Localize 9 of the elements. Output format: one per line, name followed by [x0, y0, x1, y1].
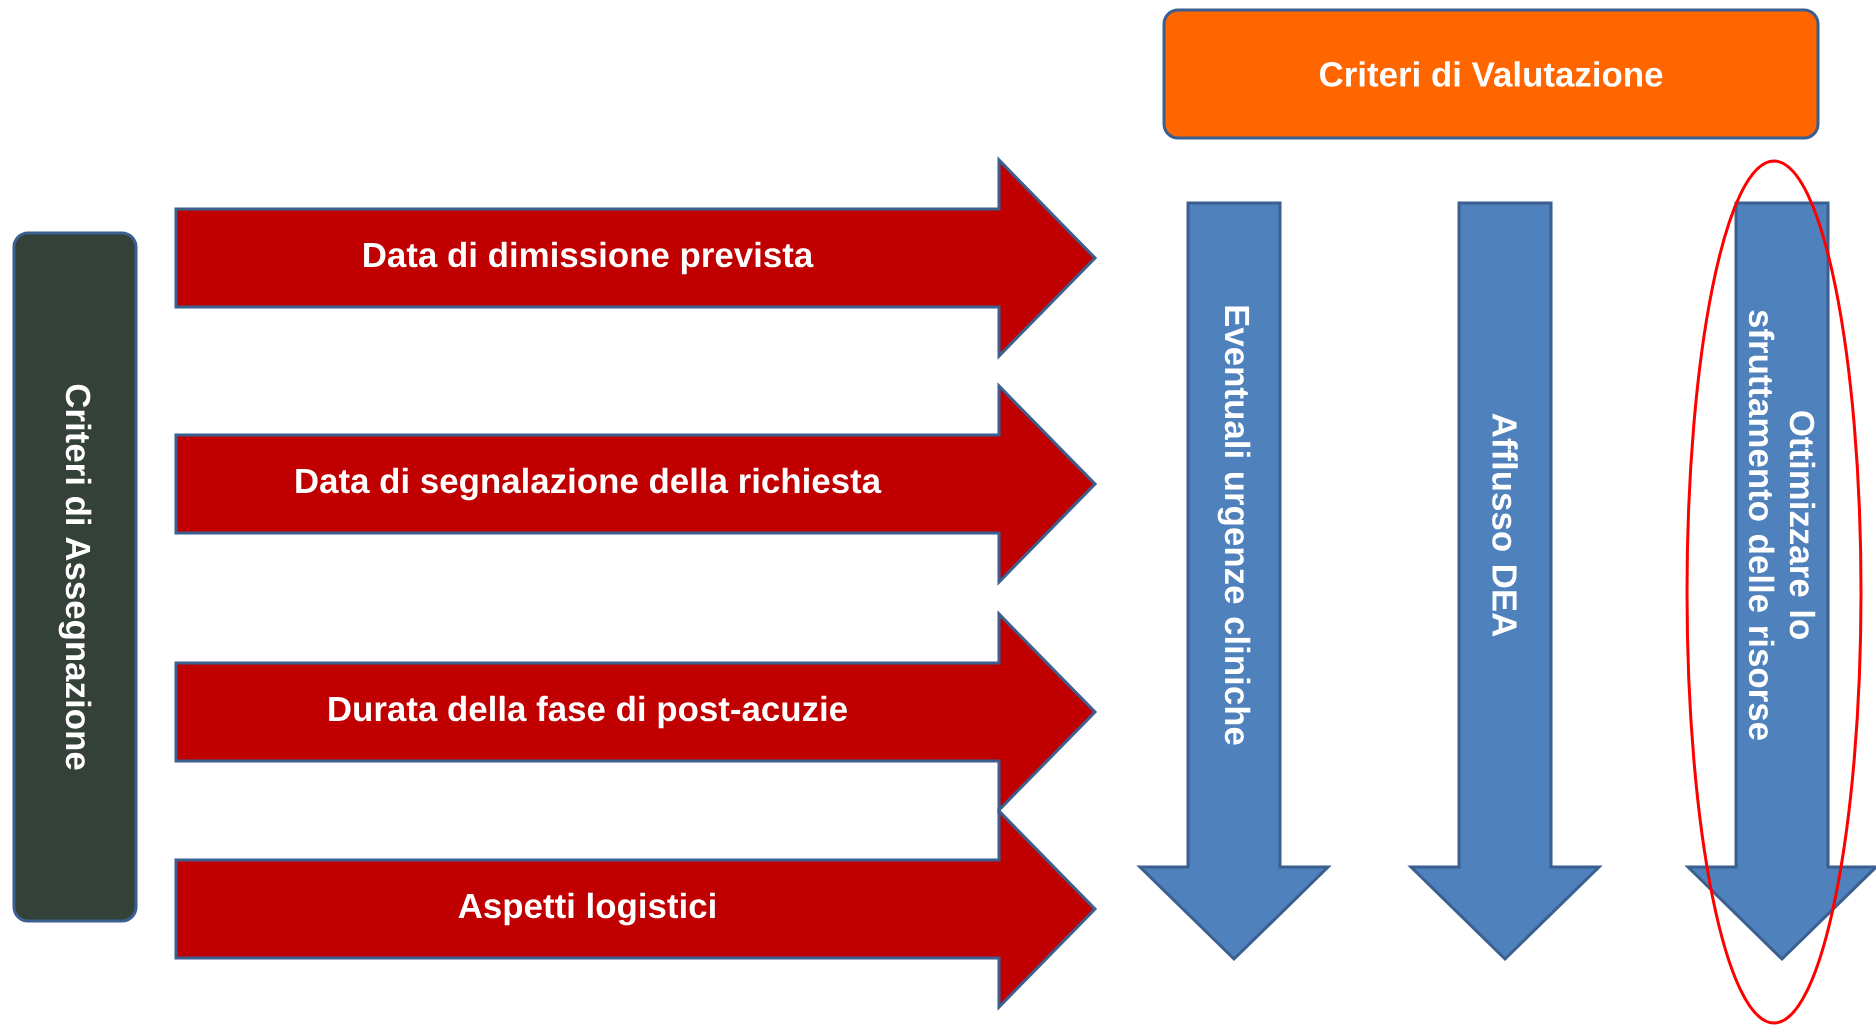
header-box: Criteri di Valutazione — [1162, 8, 1820, 140]
arrow-shaped-box: Data di dimissione prevista — [174, 156, 1098, 360]
arrow-shaped-box: Data di segnalazione della richiesta — [174, 382, 1098, 586]
arrow-shaped-box: Afflusso DEA — [1407, 201, 1603, 962]
arrow-shaped-box: Ottimizzare lo sfruttamento delle risorse — [1684, 201, 1876, 962]
arrow-shaped-box: Durata della fase di post-acuzie — [174, 610, 1098, 814]
arrow-shaped-box: Aspetti logistici — [174, 807, 1098, 1011]
arrow-shaped-box: Eventuali urgenze cliniche — [1136, 201, 1332, 962]
vertical-box: Criteri di Assegnazione — [12, 231, 138, 923]
